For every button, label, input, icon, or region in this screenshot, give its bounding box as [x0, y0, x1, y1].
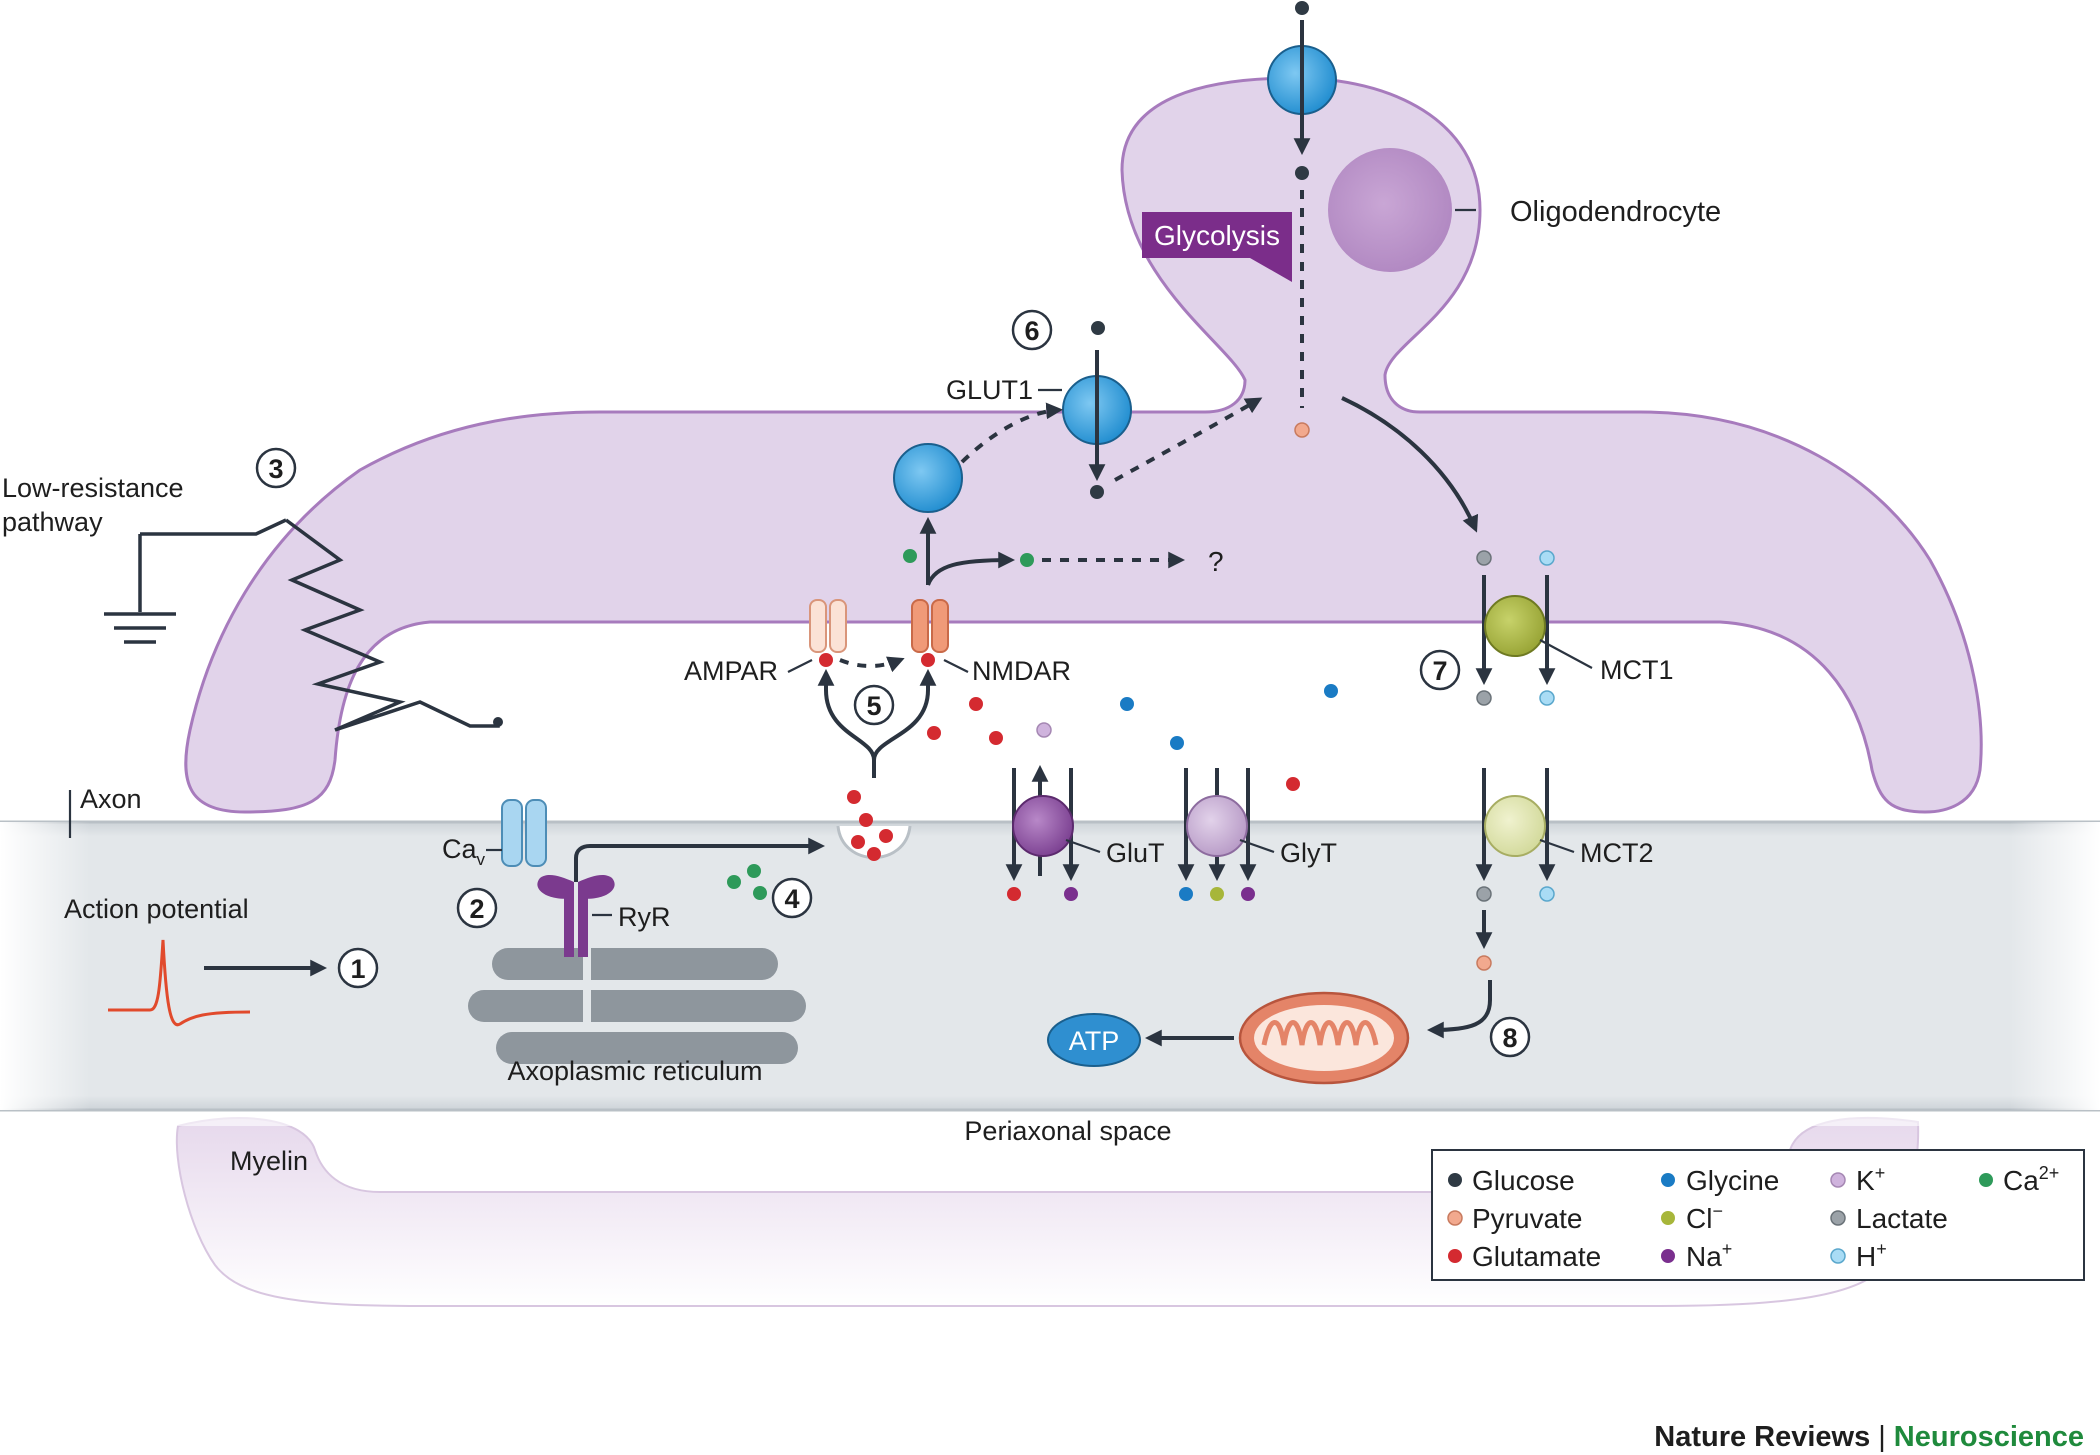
step-6-number: 6	[1024, 316, 1039, 346]
glut-label: GluT	[1106, 838, 1165, 868]
periaxonal-space-label: Periaxonal space	[964, 1116, 1171, 1146]
step-8-number: 8	[1502, 1023, 1517, 1053]
atp-label: ATP	[1069, 1026, 1120, 1056]
ryr-receptor	[537, 875, 615, 957]
resistor-zigzag	[284, 518, 500, 732]
glycolysis-tag: Glycolysis	[1142, 212, 1292, 282]
ryr-label: RyR	[618, 902, 671, 932]
ca-v-channel	[501, 799, 547, 867]
oligodendrocyte-label: Oligodendrocyte	[1510, 196, 1721, 228]
step-2-number: 2	[469, 894, 484, 924]
mct1-label: MCT1	[1600, 655, 1674, 685]
mct1-transporter	[1484, 595, 1546, 657]
pyruvate-to-mitochondrion-arrow	[1426, 980, 1492, 1039]
legend-calcium: Ca2+	[2003, 1163, 2059, 1196]
legend-glucose: Glucose	[1472, 1165, 1575, 1196]
pyruvate-molecule	[1294, 422, 1310, 438]
legend-pyruvate: Pyruvate	[1472, 1203, 1583, 1234]
legend-glycine: Glycine	[1686, 1165, 1779, 1196]
atp-badge	[1047, 1013, 1141, 1067]
legend-proton: H+	[1856, 1239, 1887, 1272]
unknown-pathway-mark: ?	[1208, 546, 1224, 577]
action-potential-trace	[108, 939, 251, 1027]
step-7-number: 7	[1432, 656, 1447, 686]
ca-v-label: Cav	[442, 834, 486, 869]
mitochondrion	[1238, 991, 1410, 1085]
oligodendrocyte-process	[184, 76, 1983, 814]
axoplasmic-reticulum	[468, 945, 806, 1064]
legend-sodium: Na+	[1686, 1239, 1732, 1272]
legend-lactate: Lactate	[1856, 1203, 1948, 1234]
step-1-number: 1	[350, 954, 365, 984]
glut-transporter	[1012, 795, 1074, 857]
step-4-number: 4	[784, 884, 799, 914]
myelin-label: Myelin	[230, 1146, 308, 1176]
legend-potassium: K+	[1856, 1163, 1885, 1196]
low-resistance-label: Low-resistance	[2, 473, 184, 503]
legend-chloride: Cl−	[1686, 1201, 1723, 1234]
mct2-label: MCT2	[1580, 838, 1654, 868]
glut1-label: GLUT1	[946, 375, 1033, 405]
glyt-transporter	[1186, 795, 1248, 857]
axoplasmic-reticulum-label: Axoplasmic reticulum	[507, 1056, 762, 1086]
nmdar-receptor	[911, 599, 949, 653]
glycolysis-label: Glycolysis	[1154, 220, 1280, 251]
legend-glutamate: Glutamate	[1472, 1241, 1601, 1272]
resistor-lead	[140, 518, 287, 536]
step-3-number: 3	[268, 454, 283, 484]
action-potential-label: Action potential	[64, 894, 249, 924]
glyt-label: GlyT	[1280, 838, 1337, 868]
lactate-export-arrow	[1341, 396, 1479, 533]
ampar-receptor	[809, 599, 847, 653]
glutamate-to-nmdar-arrow	[872, 668, 937, 761]
oligodendrocyte-nucleus	[1328, 148, 1452, 272]
ca-release-arrow	[574, 837, 826, 882]
pathway-label: pathway	[2, 507, 103, 537]
nmdar-label: NMDAR	[972, 656, 1071, 686]
glut1-vesicle	[893, 443, 963, 513]
journal-credit: Nature Reviews|Neuroscience	[1654, 1421, 2084, 1453]
legend: Glucose Pyruvate Glutamate Glycine Cl− N…	[1431, 1149, 2085, 1281]
mct2-transporter	[1484, 795, 1546, 857]
ampar-label: AMPAR	[684, 656, 778, 686]
glucose-molecule	[1295, 1, 1309, 15]
axon-label: Axon	[80, 784, 142, 814]
step-5-number: 5	[866, 691, 881, 721]
glucose-molecule	[1295, 166, 1309, 180]
